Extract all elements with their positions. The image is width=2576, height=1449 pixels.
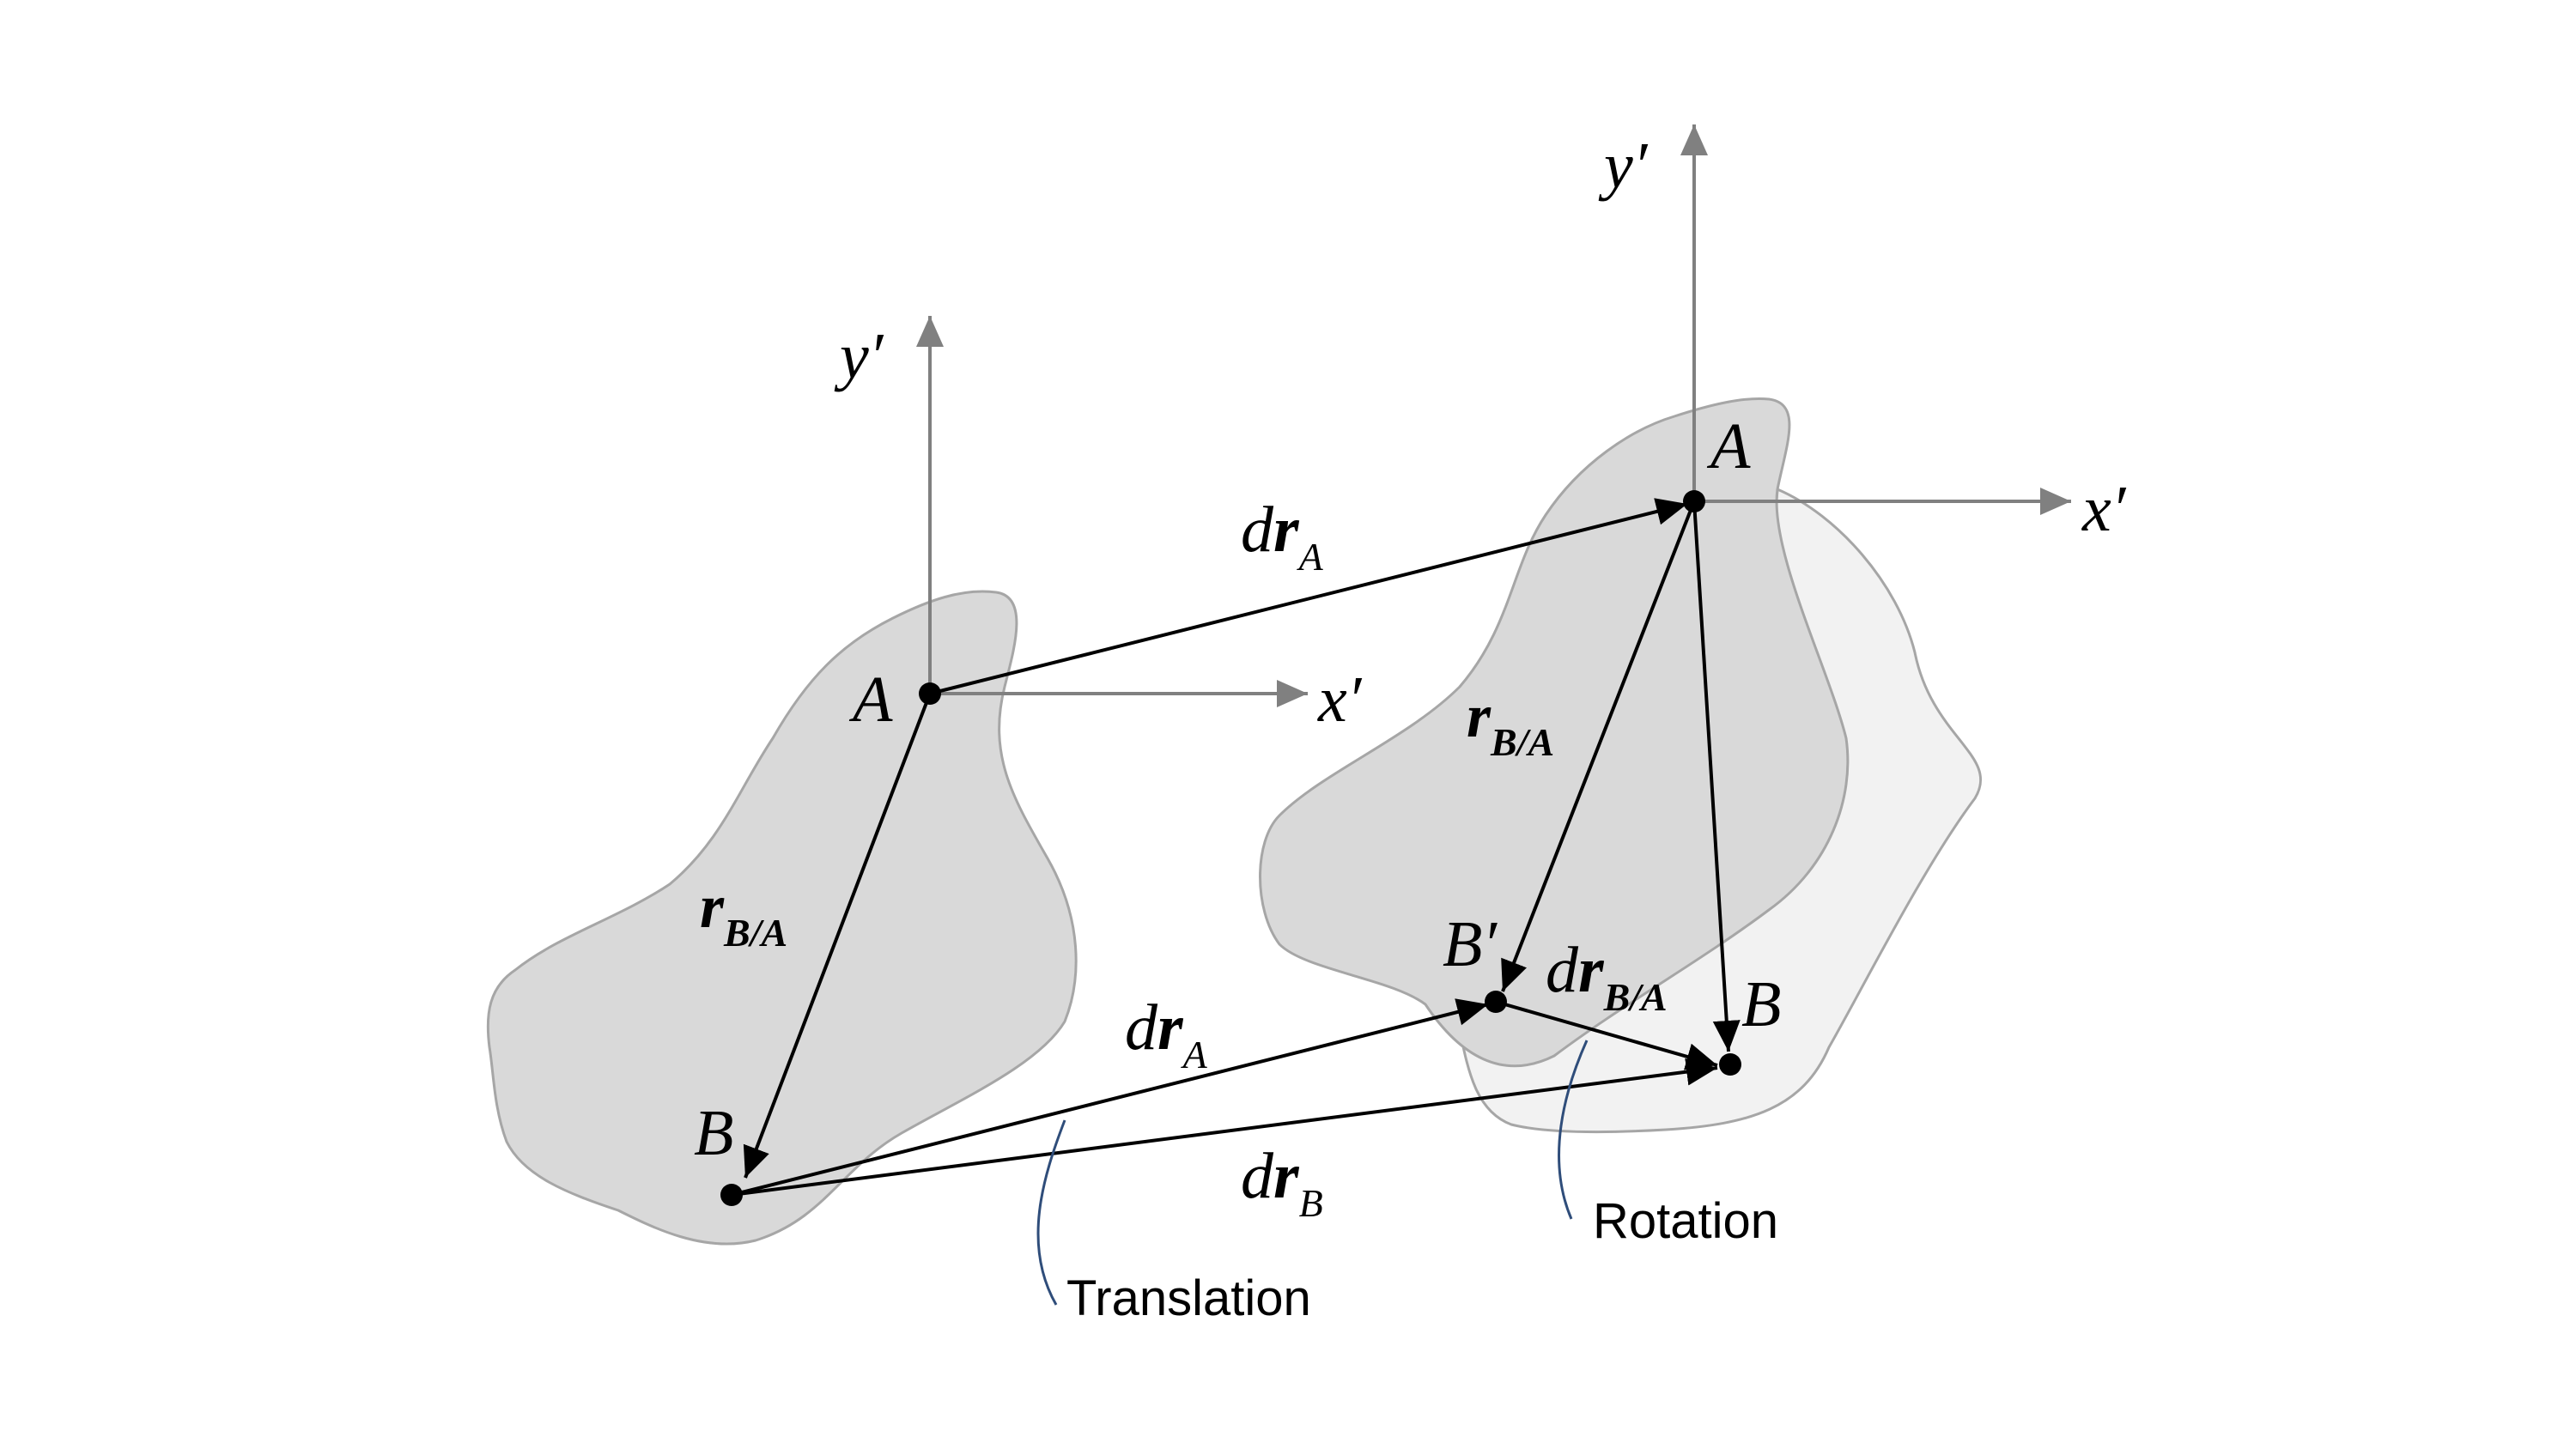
- drb-r: r: [1273, 1140, 1300, 1212]
- ab-vector: [1692, 500, 1741, 1052]
- dra-bottom-subscript: A: [1181, 1033, 1208, 1076]
- right-rba-vector: [1501, 500, 1696, 992]
- right-point-a: [1683, 490, 1705, 512]
- right-rba-main: r: [1467, 682, 1492, 750]
- left-label-y-prime: y′: [834, 320, 884, 392]
- drba-vector: [1495, 1000, 1718, 1070]
- rotation-callout: Rotation: [1593, 1193, 1778, 1249]
- dra-bottom-d: d: [1125, 991, 1158, 1064]
- left-rba-main: r: [700, 872, 725, 941]
- translation-leader-line: [1036, 1119, 1066, 1306]
- dra-top-vector: [929, 498, 1688, 695]
- translated-body-shape: [1259, 397, 1850, 1068]
- dra-bottom-label: drA: [1125, 991, 1208, 1076]
- drba-d: d: [1546, 934, 1579, 1006]
- dra-bottom-r: r: [1157, 991, 1184, 1064]
- left-label-a: A: [848, 664, 893, 736]
- drba-r: r: [1578, 934, 1605, 1006]
- left-rba-subscript: B/A: [723, 911, 787, 955]
- left-point-b: [720, 1184, 743, 1206]
- left-rba-vector: [743, 693, 932, 1179]
- drb-d: d: [1241, 1140, 1274, 1212]
- right-point-b-prime: [1485, 991, 1507, 1013]
- drb-subscript: B: [1299, 1181, 1323, 1225]
- drb-label: drB: [1241, 1140, 1323, 1225]
- right-label-a: A: [1706, 410, 1751, 482]
- right-label-x-prime: x′: [2081, 473, 2127, 545]
- right-rba-subscript: B/A: [1490, 720, 1554, 764]
- drba-subscript: B/A: [1603, 975, 1668, 1019]
- right-label-b-prime: B′: [1443, 908, 1498, 980]
- dra-bottom-vector: [731, 998, 1489, 1197]
- translation-callout: Translation: [1066, 1270, 1311, 1326]
- dra-top-r: r: [1273, 494, 1300, 566]
- drb-vector: [731, 1058, 1718, 1197]
- dra-top-label: drA: [1241, 494, 1324, 579]
- original-body-shape: [486, 590, 1078, 1246]
- left-label-b: B: [694, 1097, 733, 1169]
- left-point-a: [919, 682, 941, 705]
- dra-top-d: d: [1241, 494, 1274, 566]
- drba-label: drB/A: [1546, 934, 1668, 1019]
- right-point-b: [1719, 1053, 1741, 1076]
- left-label-rba: rB/A: [700, 872, 787, 955]
- right-label-rba: rB/A: [1467, 682, 1554, 764]
- right-label-y-prime: y′: [1598, 130, 1649, 202]
- dra-top-subscript: A: [1297, 535, 1324, 579]
- left-label-x-prime: x′: [1317, 664, 1363, 736]
- right-label-b: B: [1741, 968, 1781, 1040]
- rotation-leader-line: [1558, 1040, 1589, 1220]
